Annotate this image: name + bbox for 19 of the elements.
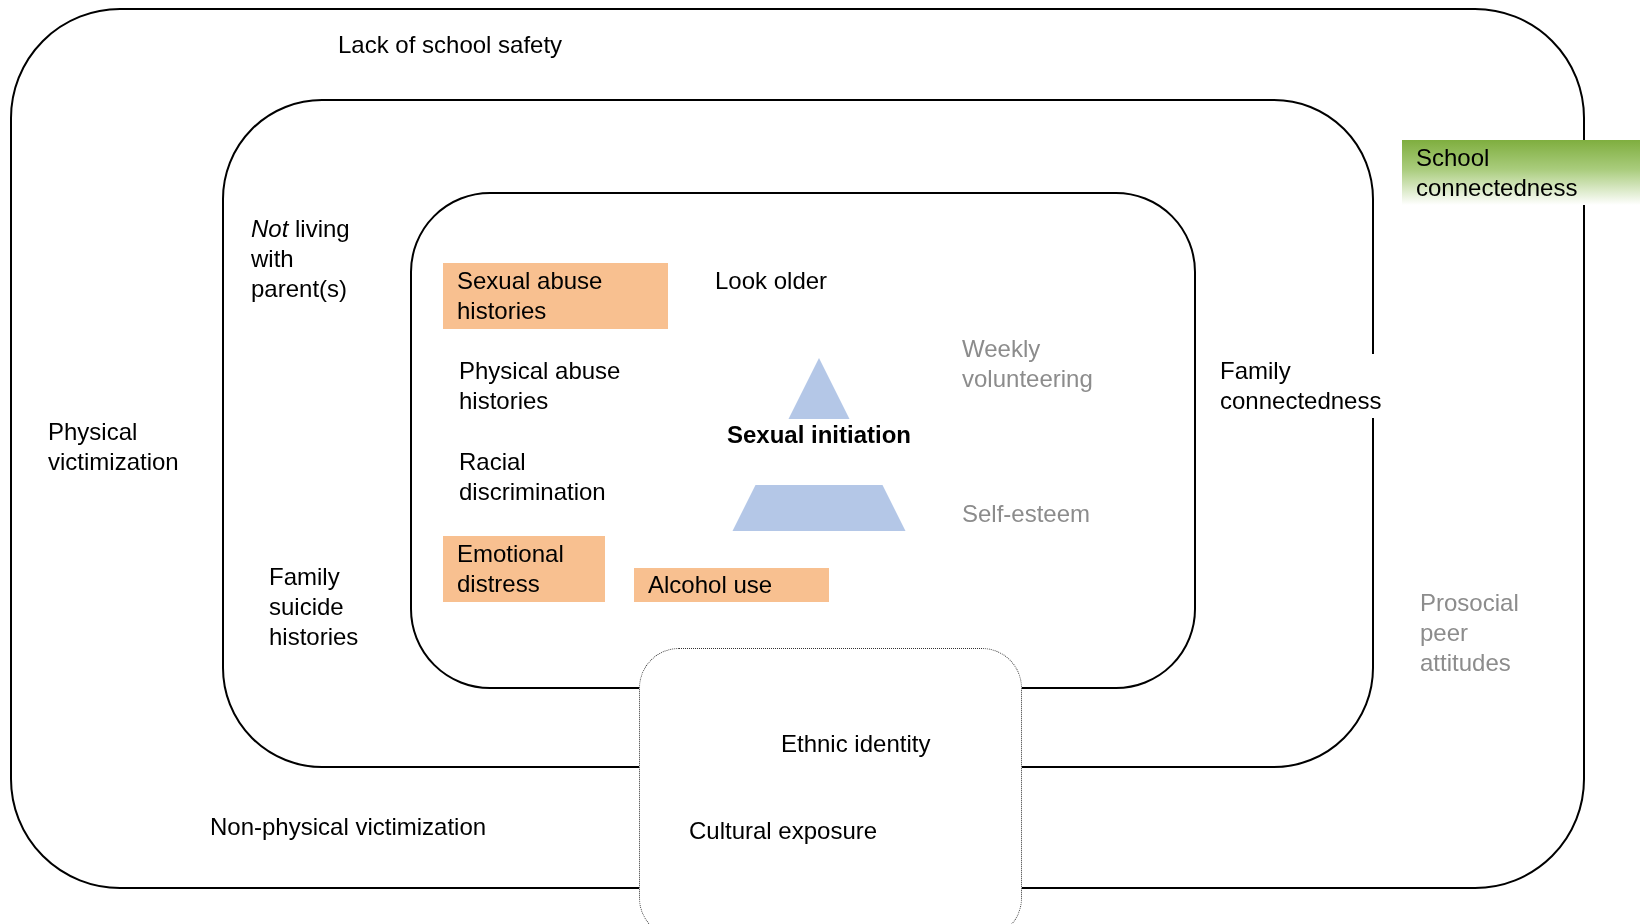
- factor-label: Look older: [715, 266, 829, 296]
- protective-factor-banner: School connectedness: [1402, 140, 1640, 205]
- factor-label: Racial discrimination: [459, 447, 607, 507]
- factor-label: Not living with parent(s): [251, 214, 351, 304]
- highlighted-factor: Alcohol use: [634, 568, 829, 602]
- highlighted-factor: Emotional distress: [443, 536, 605, 602]
- highlighted-factor: Sexual abuse histories: [443, 263, 668, 329]
- factor-label: Prosocial peer attitudes: [1420, 588, 1520, 678]
- outcome-label: Sexual initiation: [726, 420, 912, 450]
- factor-label: Physical abuse histories: [459, 356, 622, 416]
- factor-label: Physical victimization: [48, 417, 180, 477]
- factor-label: Weekly volunteering: [962, 334, 1094, 394]
- boundary-box: [639, 648, 1022, 924]
- factor-label: Self-esteem: [962, 499, 1092, 529]
- factor-label: Cultural exposure: [689, 816, 879, 846]
- factor-label: Ethnic identity: [781, 729, 932, 759]
- factor-label: Non-physical victimization: [210, 812, 488, 842]
- factor-label: Family suicide histories: [269, 562, 360, 652]
- factor-label: Lack of school safety: [338, 30, 564, 60]
